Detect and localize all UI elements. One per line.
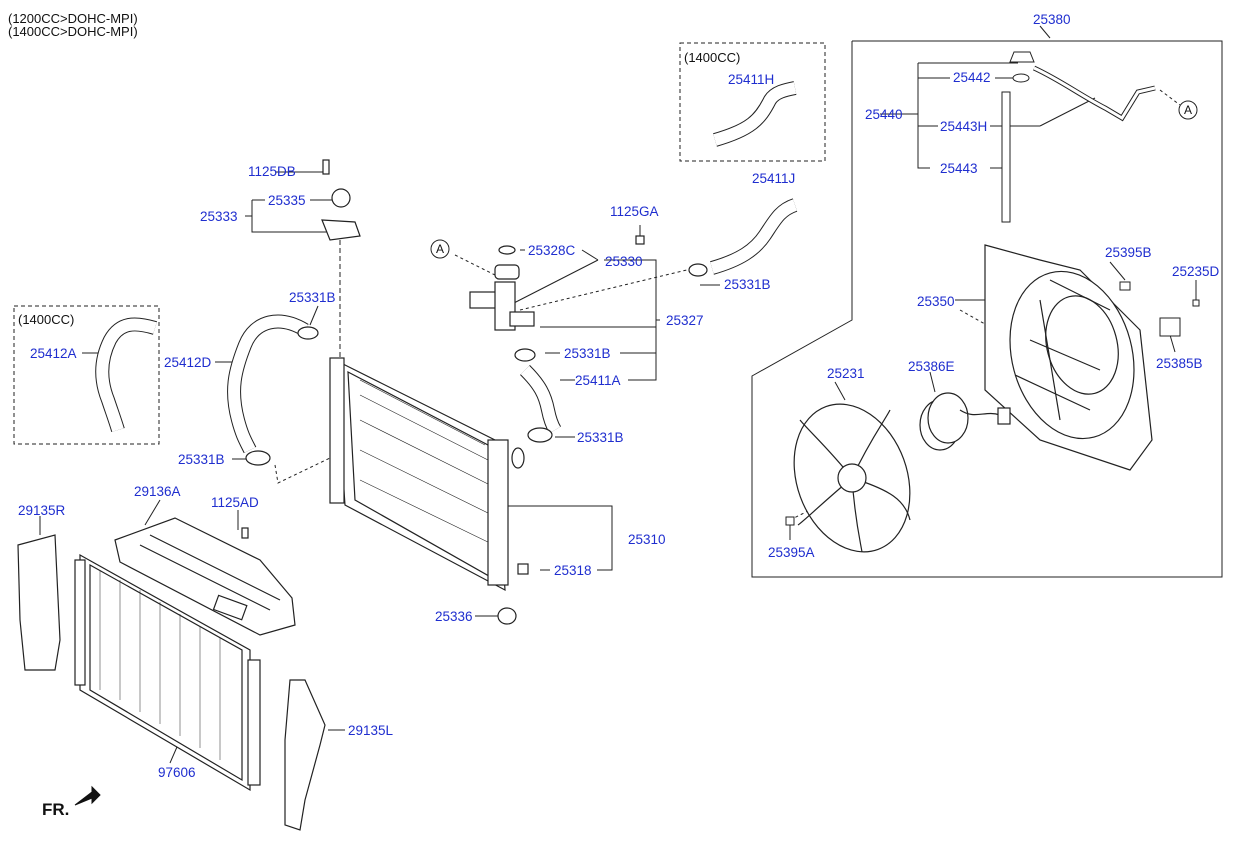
part-25443[interactable]: 25443 xyxy=(940,161,978,176)
part-25395A[interactable]: 25395A xyxy=(768,545,815,560)
part-25350[interactable]: 25350 xyxy=(917,294,955,309)
part-97606[interactable]: 97606 xyxy=(158,765,196,780)
part-25411J[interactable]: 25411J xyxy=(752,171,796,186)
ref-marker-a-center: A xyxy=(436,242,445,256)
part-25336[interactable]: 25336 xyxy=(435,609,473,624)
part-25235D[interactable]: 25235D xyxy=(1172,264,1220,279)
part-25443H[interactable]: 25443H xyxy=(940,119,988,134)
part-25331B-upper-left[interactable]: 25331B xyxy=(289,290,336,305)
part-25412D[interactable]: 25412D xyxy=(164,355,212,370)
part-25442[interactable]: 25442 xyxy=(953,70,991,85)
part-25333[interactable]: 25333 xyxy=(200,209,238,224)
part-25318[interactable]: 25318 xyxy=(554,563,592,578)
part-25327[interactable]: 25327 xyxy=(666,313,704,328)
part-25331B-lower-left[interactable]: 25331B xyxy=(178,452,225,467)
part-25328C[interactable]: 25328C xyxy=(528,243,576,258)
group-label-left-1400: (1400CC) xyxy=(18,312,75,327)
left-1400cc-box xyxy=(13,305,160,445)
part-25335[interactable]: 25335 xyxy=(268,193,306,208)
part-25310[interactable]: 25310 xyxy=(628,532,666,547)
group-label-top-1400: (1400CC) xyxy=(684,50,741,65)
front-arrow xyxy=(74,785,101,806)
engine-note-1400: (1400CC>DOHC-MPI) xyxy=(8,24,138,39)
part-25231[interactable]: 25231 xyxy=(827,366,865,381)
part-25395B[interactable]: 25395B xyxy=(1105,245,1152,260)
part-1125AD[interactable]: 1125AD xyxy=(211,495,259,510)
engine-note-1200: (1200CC>DOHC-MPI) xyxy=(8,11,138,26)
part-29135R[interactable]: 29135R xyxy=(18,503,66,518)
part-29136A[interactable]: 29136A xyxy=(134,484,181,499)
ref-marker-a-fan: A xyxy=(1184,103,1193,117)
part-25380[interactable]: 25380 xyxy=(1033,12,1071,27)
fan-group-frame xyxy=(751,40,1223,578)
part-25385B[interactable]: 25385B xyxy=(1156,356,1203,371)
part-25440[interactable]: 25440 xyxy=(865,107,903,122)
part-1125DB[interactable]: 1125DB xyxy=(248,164,296,179)
part-25386E[interactable]: 25386E xyxy=(908,359,955,374)
part-25331B-hose-j[interactable]: 25331B xyxy=(724,277,771,292)
part-25331B-lower[interactable]: 25331B xyxy=(577,430,624,445)
part-25331B-housing[interactable]: 25331B xyxy=(564,346,611,361)
part-25411H[interactable]: 25411H xyxy=(728,72,775,87)
part-25411A[interactable]: 25411A xyxy=(575,373,621,388)
front-label: FR. xyxy=(42,800,70,819)
part-1125GA[interactable]: 1125GA xyxy=(610,204,659,219)
part-25412A[interactable]: 25412A xyxy=(30,346,77,361)
part-29135L[interactable]: 29135L xyxy=(348,723,394,738)
top-1400cc-box xyxy=(679,42,826,162)
part-25330[interactable]: 25330 xyxy=(605,254,643,269)
